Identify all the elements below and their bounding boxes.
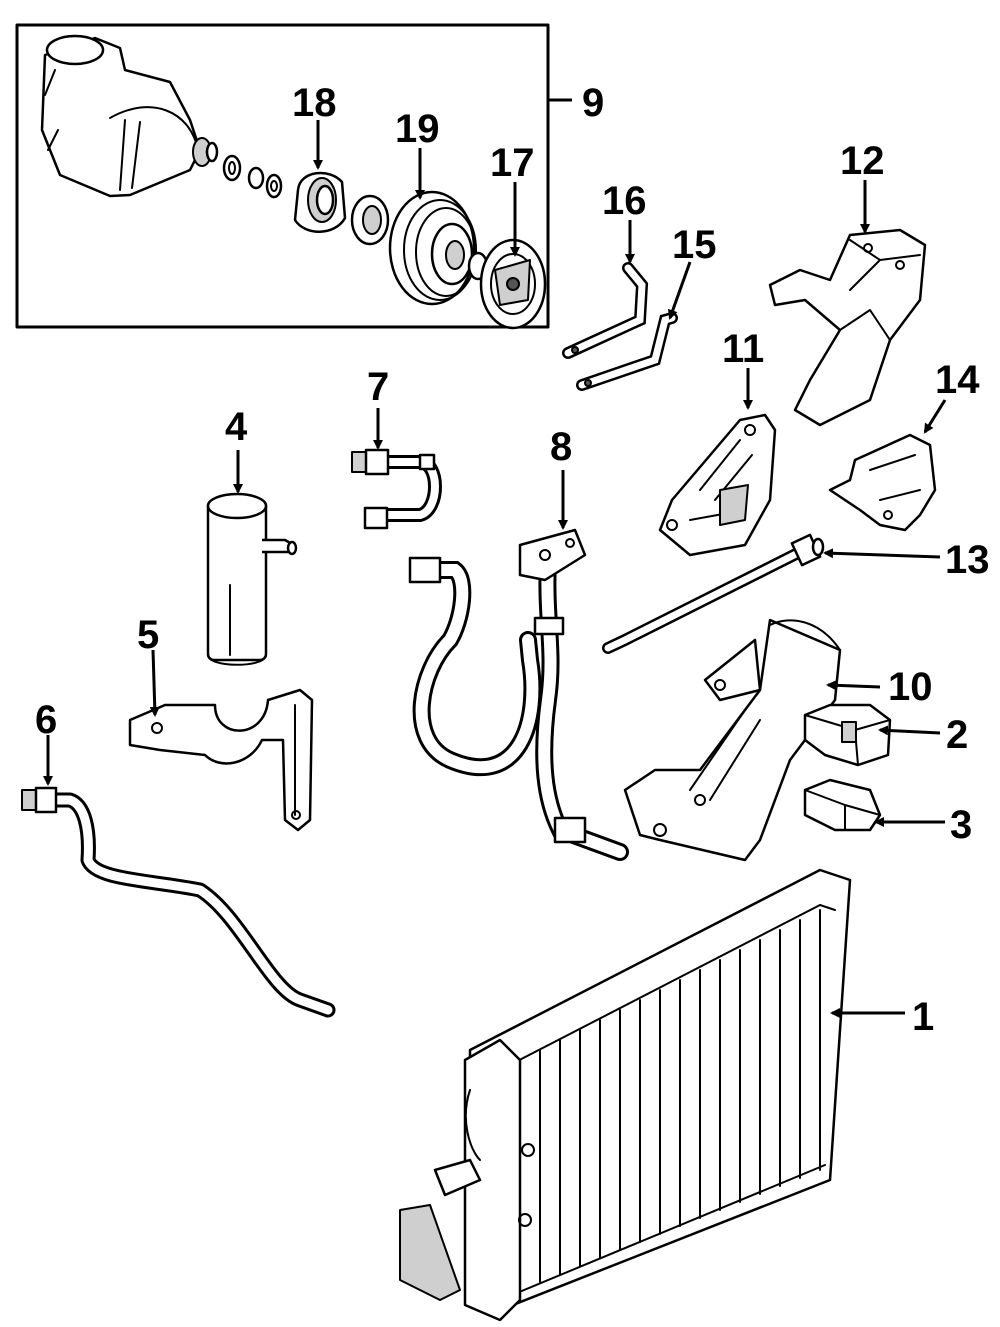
accumulator-drier <box>206 492 298 666</box>
callout-3: 3 <box>950 803 972 847</box>
callout-9: 9 <box>582 81 604 125</box>
bracket-12 <box>768 228 927 427</box>
callout-19: 19 <box>395 107 440 151</box>
callout-11: 11 <box>722 327 764 371</box>
clutch-coil <box>293 171 347 233</box>
clutch-pulley <box>388 190 477 306</box>
insulator-upper <box>803 703 892 767</box>
bearing <box>350 194 390 246</box>
hose-assembly <box>408 528 629 861</box>
callout-10: 10 <box>888 665 933 709</box>
callout-1: 1 <box>912 995 934 1039</box>
callout-12: 12 <box>840 139 885 183</box>
callout-14: 14 <box>935 358 980 402</box>
clutch-seals <box>222 154 283 199</box>
callout-4: 4 <box>225 405 248 449</box>
bracket-11 <box>658 413 777 557</box>
callout-17: 17 <box>490 141 535 185</box>
compressor-mount-bracket <box>623 618 842 862</box>
leader-lines <box>43 120 947 1018</box>
callout-16: 16 <box>602 179 647 223</box>
compressor-assembly-box <box>15 23 572 329</box>
callout-labels: 1 2 3 4 5 6 7 8 9 10 11 12 13 14 15 16 1… <box>35 81 990 1039</box>
brace-rod <box>602 533 825 654</box>
callout-8: 8 <box>550 425 572 469</box>
callout-2: 2 <box>946 713 968 757</box>
liquid-line-tube <box>21 786 336 1018</box>
condenser <box>399 868 852 1322</box>
compressor-body <box>40 34 219 198</box>
callout-18: 18 <box>292 81 337 125</box>
bracket-14 <box>828 433 937 532</box>
callout-15: 15 <box>672 223 717 267</box>
small-hose-tube <box>351 448 442 530</box>
callout-13: 13 <box>945 538 990 582</box>
callout-5: 5 <box>137 613 159 657</box>
insulator-lower <box>803 778 882 832</box>
callout-7: 7 <box>367 365 389 409</box>
clutch-hub <box>479 238 547 330</box>
drier-bracket <box>128 688 314 832</box>
callout-6: 6 <box>35 698 57 742</box>
brace-16 <box>562 262 649 359</box>
